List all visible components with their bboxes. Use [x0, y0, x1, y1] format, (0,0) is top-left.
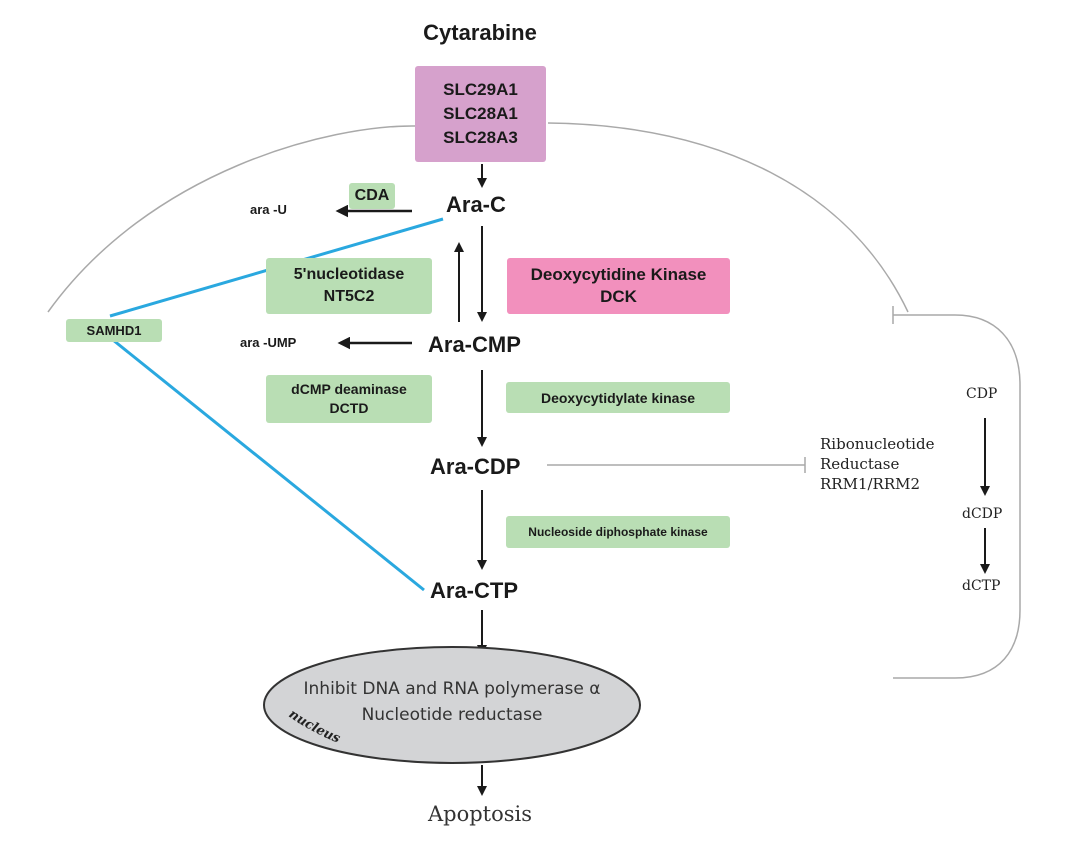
enzyme-ndpk: Nucleoside diphosphate kinase [506, 516, 730, 548]
enzyme-samhd1: SAMHD1 [66, 319, 162, 342]
nucleus-line-1: Inhibit DNA and RNA polymerase α [303, 679, 601, 699]
drug-title: Cytarabine [423, 20, 537, 45]
enzyme-cda: CDA [349, 183, 395, 209]
side-dctp: dCTP [962, 578, 1001, 594]
metabolite-ara-cmp: Ara-CMP [428, 332, 521, 357]
samhd1-line-ara-ctp [112, 338, 425, 592]
enzyme-deoxycytidylate-kinase: Deoxycytidylate kinase [506, 382, 730, 413]
enzyme-dck: Deoxycytidine Kinase DCK [507, 258, 730, 314]
outcome-apoptosis: Apoptosis [427, 802, 533, 826]
enzyme-nt5c2: 5'nucleotidase NT5C2 [266, 258, 432, 314]
cell-membrane [47, 122, 909, 313]
enzyme-dctd: dCMP deaminase DCTD [266, 375, 432, 423]
metabolite-ara-ctp: Ara-CTP [430, 578, 519, 603]
metabolite-ara-cdp: Ara-CDP [430, 454, 521, 479]
byproduct-ara-ump: ara -UMP [240, 335, 297, 350]
transporter-slc28a3: SLC28A3 [443, 128, 518, 147]
rnr-label: Ribonucleotide Reductase RRM1/RRM2 [820, 435, 935, 493]
side-cdp: CDP [966, 386, 998, 402]
feedback-inhibition-loop [893, 314, 1021, 679]
transporter-slc28a1: SLC28A1 [443, 104, 518, 123]
nucleus-text: Inhibit DNA and RNA polymerase α Nucleot… [264, 676, 640, 728]
side-dcdp: dCDP [962, 506, 1003, 522]
transporter-box: SLC29A1 SLC28A1 SLC28A3 [415, 66, 546, 162]
byproduct-ara-u: ara -U [250, 202, 287, 217]
transporter-slc29a1: SLC29A1 [443, 80, 518, 99]
nucleus-ellipse [263, 646, 641, 764]
metabolite-ara-c: Ara-C [446, 192, 506, 217]
nucleus-line-2: Nucleotide reductase [361, 705, 543, 725]
